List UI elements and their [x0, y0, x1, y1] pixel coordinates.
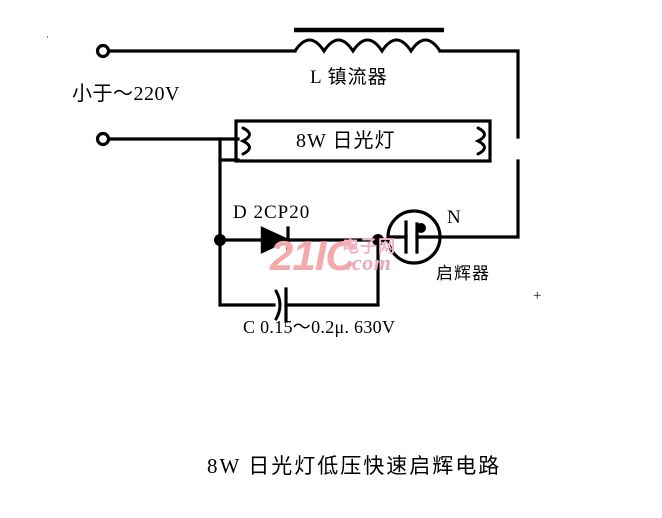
starter-terminal-label: N: [447, 207, 461, 228]
stray-plus-artifact: +: [533, 288, 542, 304]
lamp-filament-right-icon: [474, 126, 486, 156]
lamp-filament-left-icon: [239, 126, 251, 156]
wire-inductor-to-lamp: [438, 49, 520, 139]
ballast-coil-icon: [293, 38, 442, 54]
ac-terminal-top-icon: [95, 43, 111, 59]
supply-voltage-label: 小于～220V: [72, 83, 180, 105]
diode-anode-icon: [260, 226, 291, 254]
diode-label: D 2CP20: [233, 202, 311, 223]
wire-right-rail-to-starter: [438, 159, 520, 239]
wire-cap-left: [218, 238, 276, 307]
ballast-label: L 镇流器: [310, 67, 388, 88]
figure-caption: 8W 日光灯低压快速启辉电路: [207, 454, 502, 478]
capacitor-plate-left-icon: [274, 289, 282, 321]
wire-cap-right: [284, 238, 380, 307]
capacitor-label: C 0.15～0.2μ. 630V: [243, 317, 396, 337]
stray-dot-artifact: ·: [46, 32, 49, 42]
lamp-label: 8W 日光灯: [296, 130, 396, 152]
starter-label: 启辉器: [436, 264, 490, 283]
starter-contact-dot-icon: [416, 223, 426, 233]
ac-terminal-bottom-icon: [95, 131, 111, 147]
